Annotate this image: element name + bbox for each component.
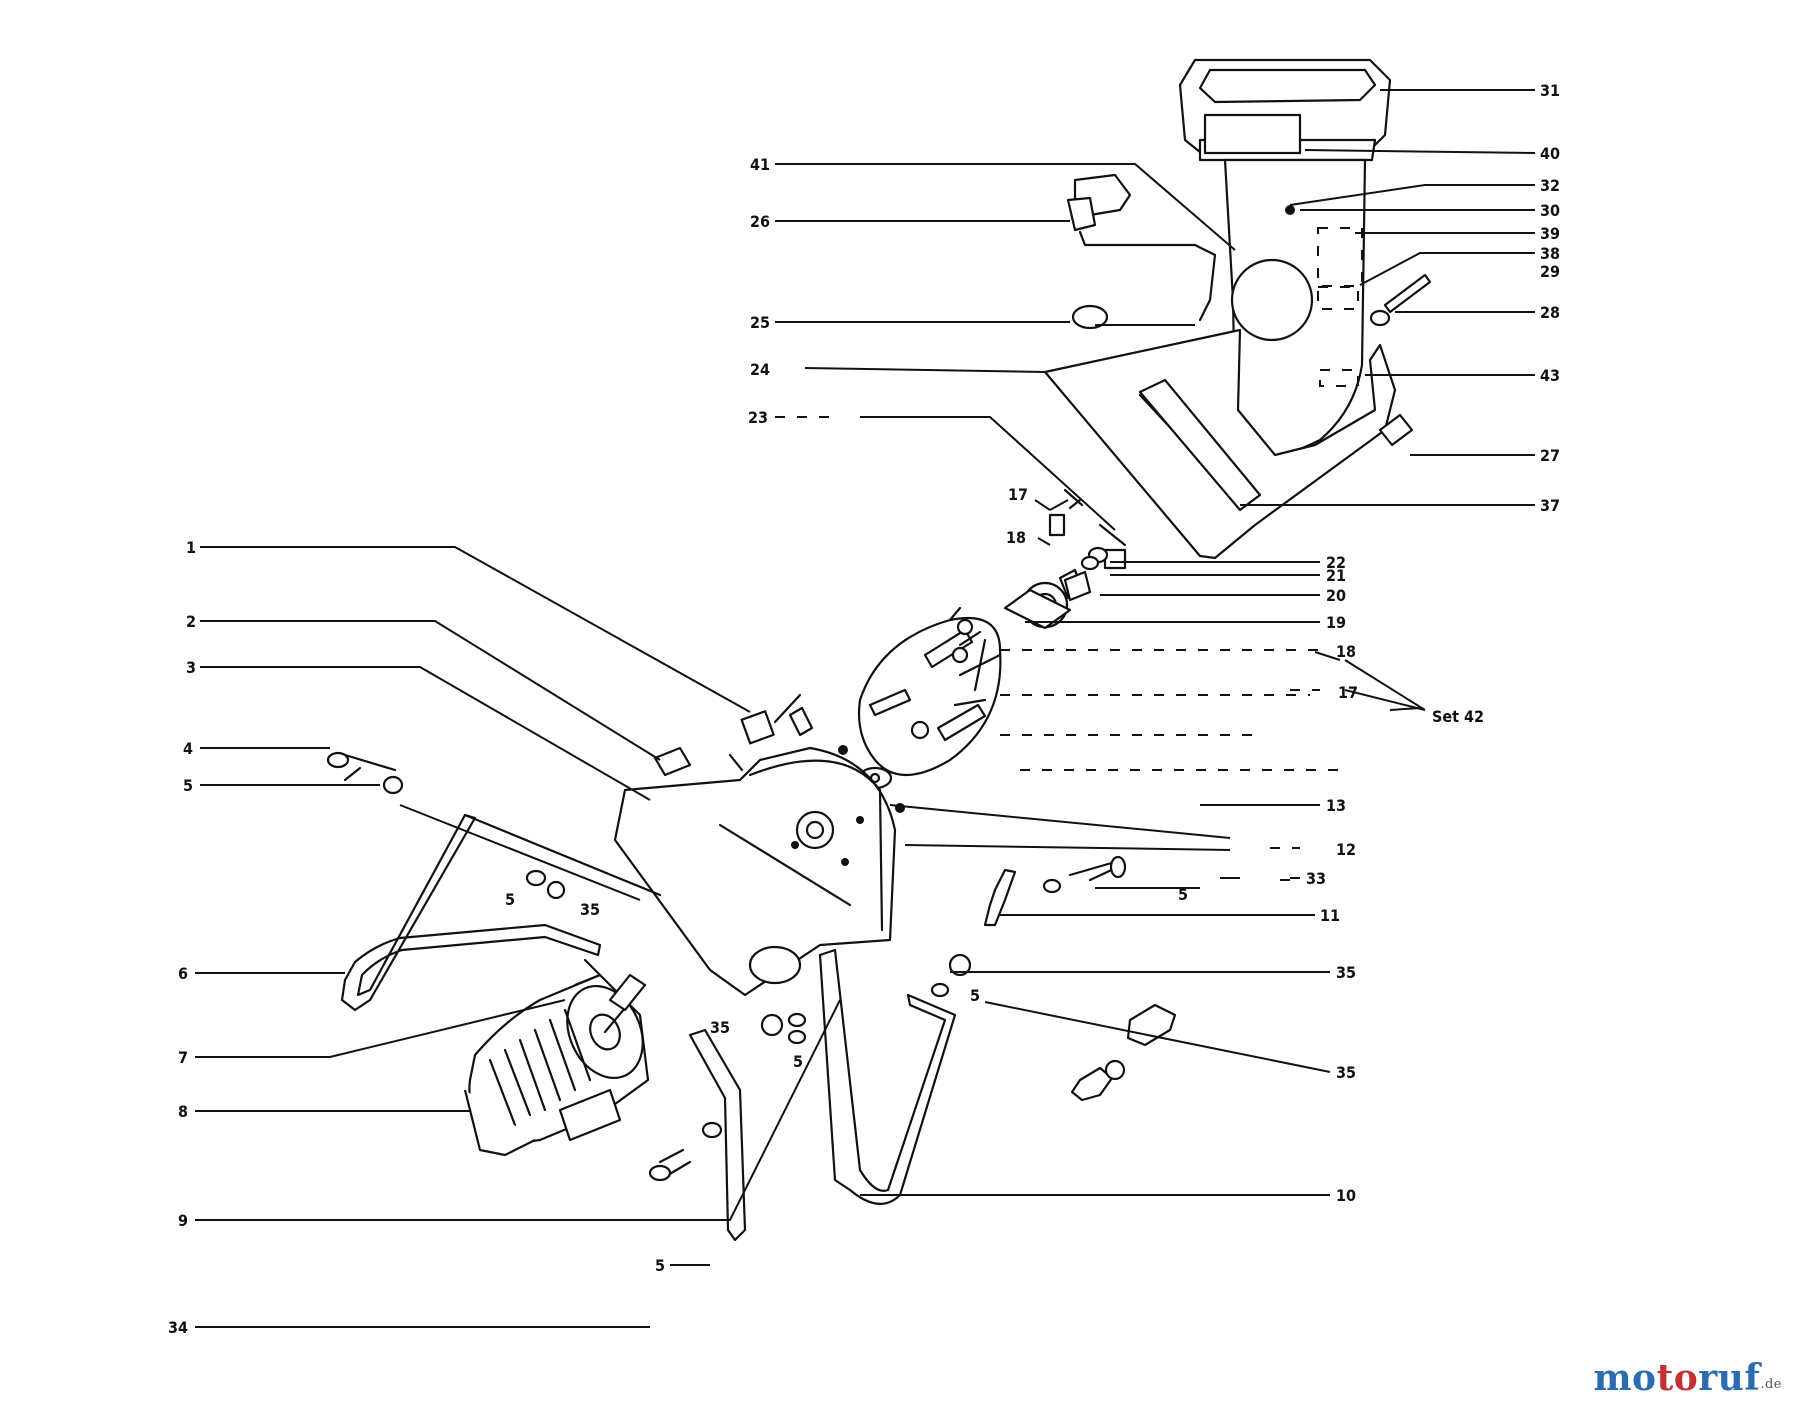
label-12: 12 [1336, 840, 1356, 859]
label-27: 27 [1540, 446, 1560, 465]
flap-bracket-26 [1066, 173, 1217, 330]
label-18-right: 18 [1336, 642, 1356, 661]
label-5-foot: 5 [970, 986, 980, 1005]
label-11: 11 [1320, 906, 1340, 925]
part-labels: 1 2 3 4 5 6 7 8 9 5 34 5 35 35 5 10 11 5… [168, 81, 1560, 1337]
label-25: 25 [750, 313, 770, 332]
label-3: 3 [186, 658, 196, 677]
label-9: 9 [178, 1211, 188, 1230]
label-29: 29 [1540, 262, 1560, 281]
label-31: 31 [1540, 81, 1560, 100]
label-17-right: 17 [1338, 683, 1358, 702]
label-8: 8 [178, 1102, 188, 1121]
label-22: 22 [1326, 553, 1346, 572]
label-24: 24 [750, 360, 770, 379]
label-10: 10 [1336, 1186, 1356, 1205]
label-4: 4 [183, 739, 193, 758]
main-housing-3 [613, 693, 897, 997]
label-35-foot: 35 [1336, 1063, 1356, 1082]
label-18-top: 18 [1006, 528, 1026, 547]
label-32: 32 [1540, 176, 1560, 195]
label-20: 20 [1326, 586, 1346, 605]
motor-8 [463, 958, 650, 1157]
label-1: 1 [186, 538, 196, 557]
label-37: 37 [1540, 496, 1560, 515]
motoruf-watermark: motoruf.de [1593, 1357, 1782, 1399]
label-28: 28 [1540, 303, 1560, 322]
watermark-mo: mo [1593, 1357, 1657, 1399]
label-5-left: 5 [183, 776, 193, 795]
label-2: 2 [186, 612, 196, 631]
label-13: 13 [1326, 796, 1346, 815]
label-6: 6 [178, 964, 188, 983]
label-38: 38 [1540, 244, 1560, 263]
label-40: 40 [1540, 144, 1560, 163]
watermark-domain: .de [1760, 1377, 1782, 1392]
chute-hopper [1043, 58, 1397, 560]
watermark-ruf: ruf [1698, 1357, 1761, 1399]
label-19: 19 [1326, 613, 1346, 632]
rotor-disc-assembly [838, 570, 1092, 813]
label-5-lever: 5 [1178, 885, 1188, 904]
label-43: 43 [1540, 366, 1560, 385]
label-39: 39 [1540, 224, 1560, 243]
label-26: 26 [750, 212, 770, 231]
label-5-leg: 5 [505, 890, 515, 909]
label-5-center: 5 [793, 1052, 803, 1071]
label-17-top: 17 [1008, 485, 1028, 504]
label-23: 23 [748, 408, 768, 427]
label-35-right: 35 [1336, 963, 1356, 982]
frame-legs [326, 751, 1177, 1242]
label-33: 33 [1306, 869, 1326, 888]
label-5-bottom: 5 [655, 1256, 665, 1275]
leader-lines [195, 89, 1536, 1328]
label-21: 21 [1326, 566, 1346, 585]
label-35-leg: 35 [580, 900, 600, 919]
label-35-center: 35 [710, 1018, 730, 1037]
label-34: 34 [168, 1318, 188, 1337]
label-set-42: Set 42 [1432, 707, 1484, 726]
label-7: 7 [178, 1048, 188, 1067]
label-30: 30 [1540, 201, 1560, 220]
label-41: 41 [750, 155, 770, 174]
watermark-to: to [1656, 1357, 1699, 1399]
